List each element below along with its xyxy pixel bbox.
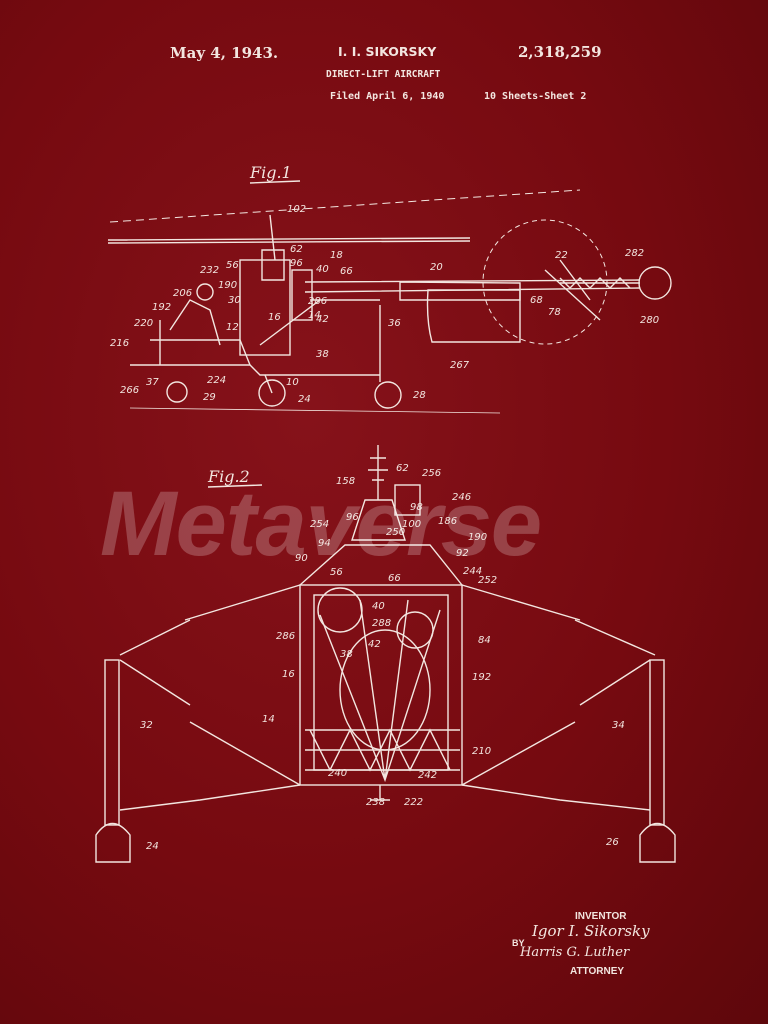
sheet-count: 10 Sheets-Sheet 2 (484, 91, 587, 102)
fig2-reference-numeral: 42 (368, 639, 381, 650)
fig2-reference-numeral: 222 (404, 797, 423, 808)
fig2-front-view: Fig.2 (95, 445, 676, 863)
fig2-reference-numeral: 94 (318, 538, 331, 549)
fig1-reference-numeral: 56 (226, 260, 239, 271)
fig1-reference-numeral: 14 (308, 310, 321, 321)
fig1-reference-numeral: 24 (298, 394, 311, 405)
fig2-reference-numeral: 210 (472, 746, 491, 757)
attorney-signature: Harris G. Luther (520, 945, 630, 960)
patent-title: DIRECT-LIFT AIRCRAFT (326, 69, 441, 80)
fig2-reference-numeral: 244 (463, 566, 482, 577)
fig1-reference-numeral: 29 (203, 392, 216, 403)
fig1-reference-numeral: 266 (120, 385, 139, 396)
fig2-reference-numeral: 66 (388, 573, 401, 584)
fig2-reference-numeral: 34 (612, 720, 625, 731)
fig1-reference-numeral: 280 (640, 315, 659, 326)
fig2-reference-numeral: 252 (478, 575, 497, 586)
fig1-reference-numeral: 36 (388, 318, 401, 329)
fig2-reference-numeral: 40 (372, 601, 385, 612)
fig1-reference-numeral: 102 (287, 204, 306, 215)
fig1-reference-numeral: 232 (200, 265, 219, 276)
fig1-reference-numeral: 286 (308, 296, 327, 307)
fig1-reference-numeral: 18 (330, 250, 343, 261)
fig2-reference-numeral: 254 (310, 519, 329, 530)
fig2-reference-numeral: 56 (330, 567, 343, 578)
fig2-reference-numeral: 256 (422, 468, 441, 479)
fig1-reference-numeral: 37 (146, 377, 159, 388)
fig2-reference-numeral: 286 (276, 631, 295, 642)
fig1-reference-numeral: 40 (316, 264, 329, 275)
watermark: Metaverse (100, 473, 542, 575)
fig1-reference-numeral: 22 (555, 250, 568, 261)
fig2-reference-numeral: 100 (402, 519, 421, 530)
attorney-label: ATTORNEY (570, 966, 625, 977)
inventor-label: INVENTOR (575, 911, 627, 922)
fig1-reference-numeral: 216 (110, 338, 129, 349)
fig1-reference-numeral: 224 (207, 375, 226, 386)
fig2-reference-numeral: 90 (295, 553, 308, 564)
fig1-reference-numeral: 10 (286, 377, 299, 388)
fig1-reference-numeral: 16 (268, 312, 281, 323)
patent-number: 2,318,259 (518, 43, 602, 61)
fig1-reference-numeral: 30 (228, 295, 241, 306)
fig2-reference-numeral: 32 (140, 720, 153, 731)
by-label: BY (512, 938, 525, 948)
inventor-signature: Igor I. Sikorsky (532, 922, 650, 940)
fig1-reference-numeral: 62 (290, 244, 303, 255)
fig2-reference-numeral: 242 (418, 770, 437, 781)
fig2-reference-numeral: 24 (146, 841, 159, 852)
fig2-reference-numeral: 186 (438, 516, 457, 527)
fig1-caption: Fig.1 (249, 163, 292, 182)
fig1-reference-numeral: 66 (340, 266, 353, 277)
fig2-reference-numeral: 16 (282, 669, 295, 680)
fig2-reference-numeral: 192 (472, 672, 491, 683)
fig1-reference-numeral: 267 (450, 360, 470, 371)
fig2-reference-numeral: 62 (396, 463, 409, 474)
fig2-reference-numeral: 98 (410, 502, 423, 513)
patent-date: May 4, 1943. (170, 44, 279, 62)
fig1-reference-numeral: 78 (548, 307, 561, 318)
fig1-reference-numeral: 220 (134, 318, 153, 329)
filed-date: Filed April 6, 1940 (330, 91, 445, 102)
fig2-reference-numeral: 158 (336, 476, 355, 487)
fig1-reference-numeral: 206 (173, 288, 192, 299)
fig2-reference-numeral: 240 (328, 768, 347, 779)
inventor-header: I. I. SIKORSKY (338, 44, 437, 59)
fig2-reference-numeral: 250 (386, 527, 405, 538)
fig1-reference-numeral: 96 (290, 258, 303, 269)
fig1-reference-numeral: 28 (413, 390, 426, 401)
fig1-reference-numeral: 38 (316, 349, 329, 360)
fig2-reference-numeral: 84 (478, 635, 491, 646)
fig1-reference-numeral: 190 (218, 280, 237, 291)
fig2-reference-numeral: 26 (606, 837, 619, 848)
fig2-reference-numeral: 14 (262, 714, 275, 725)
fig1-reference-numeral: 12 (226, 322, 239, 333)
fig2-reference-numeral: 92 (456, 548, 469, 559)
fig1-reference-numeral: 192 (152, 302, 171, 313)
fig1-reference-numeral: 20 (430, 262, 443, 273)
fig2-reference-numeral: 38 (340, 649, 353, 660)
fig2-reference-numeral: 190 (468, 532, 487, 543)
fig1-side-view: Fig.1 (107, 163, 672, 414)
fig2-reference-numeral: 238 (366, 797, 385, 808)
fig2-reference-numeral: 288 (372, 618, 391, 629)
fig1-reference-numeral: 68 (530, 295, 543, 306)
fig2-reference-numeral: 246 (452, 492, 471, 503)
fig1-reference-numeral: 282 (625, 248, 644, 259)
fig1-reference-numeral: 42 (316, 314, 329, 325)
fig2-reference-numeral: 96 (346, 512, 359, 523)
fig2-caption: Fig.2 (207, 467, 250, 486)
